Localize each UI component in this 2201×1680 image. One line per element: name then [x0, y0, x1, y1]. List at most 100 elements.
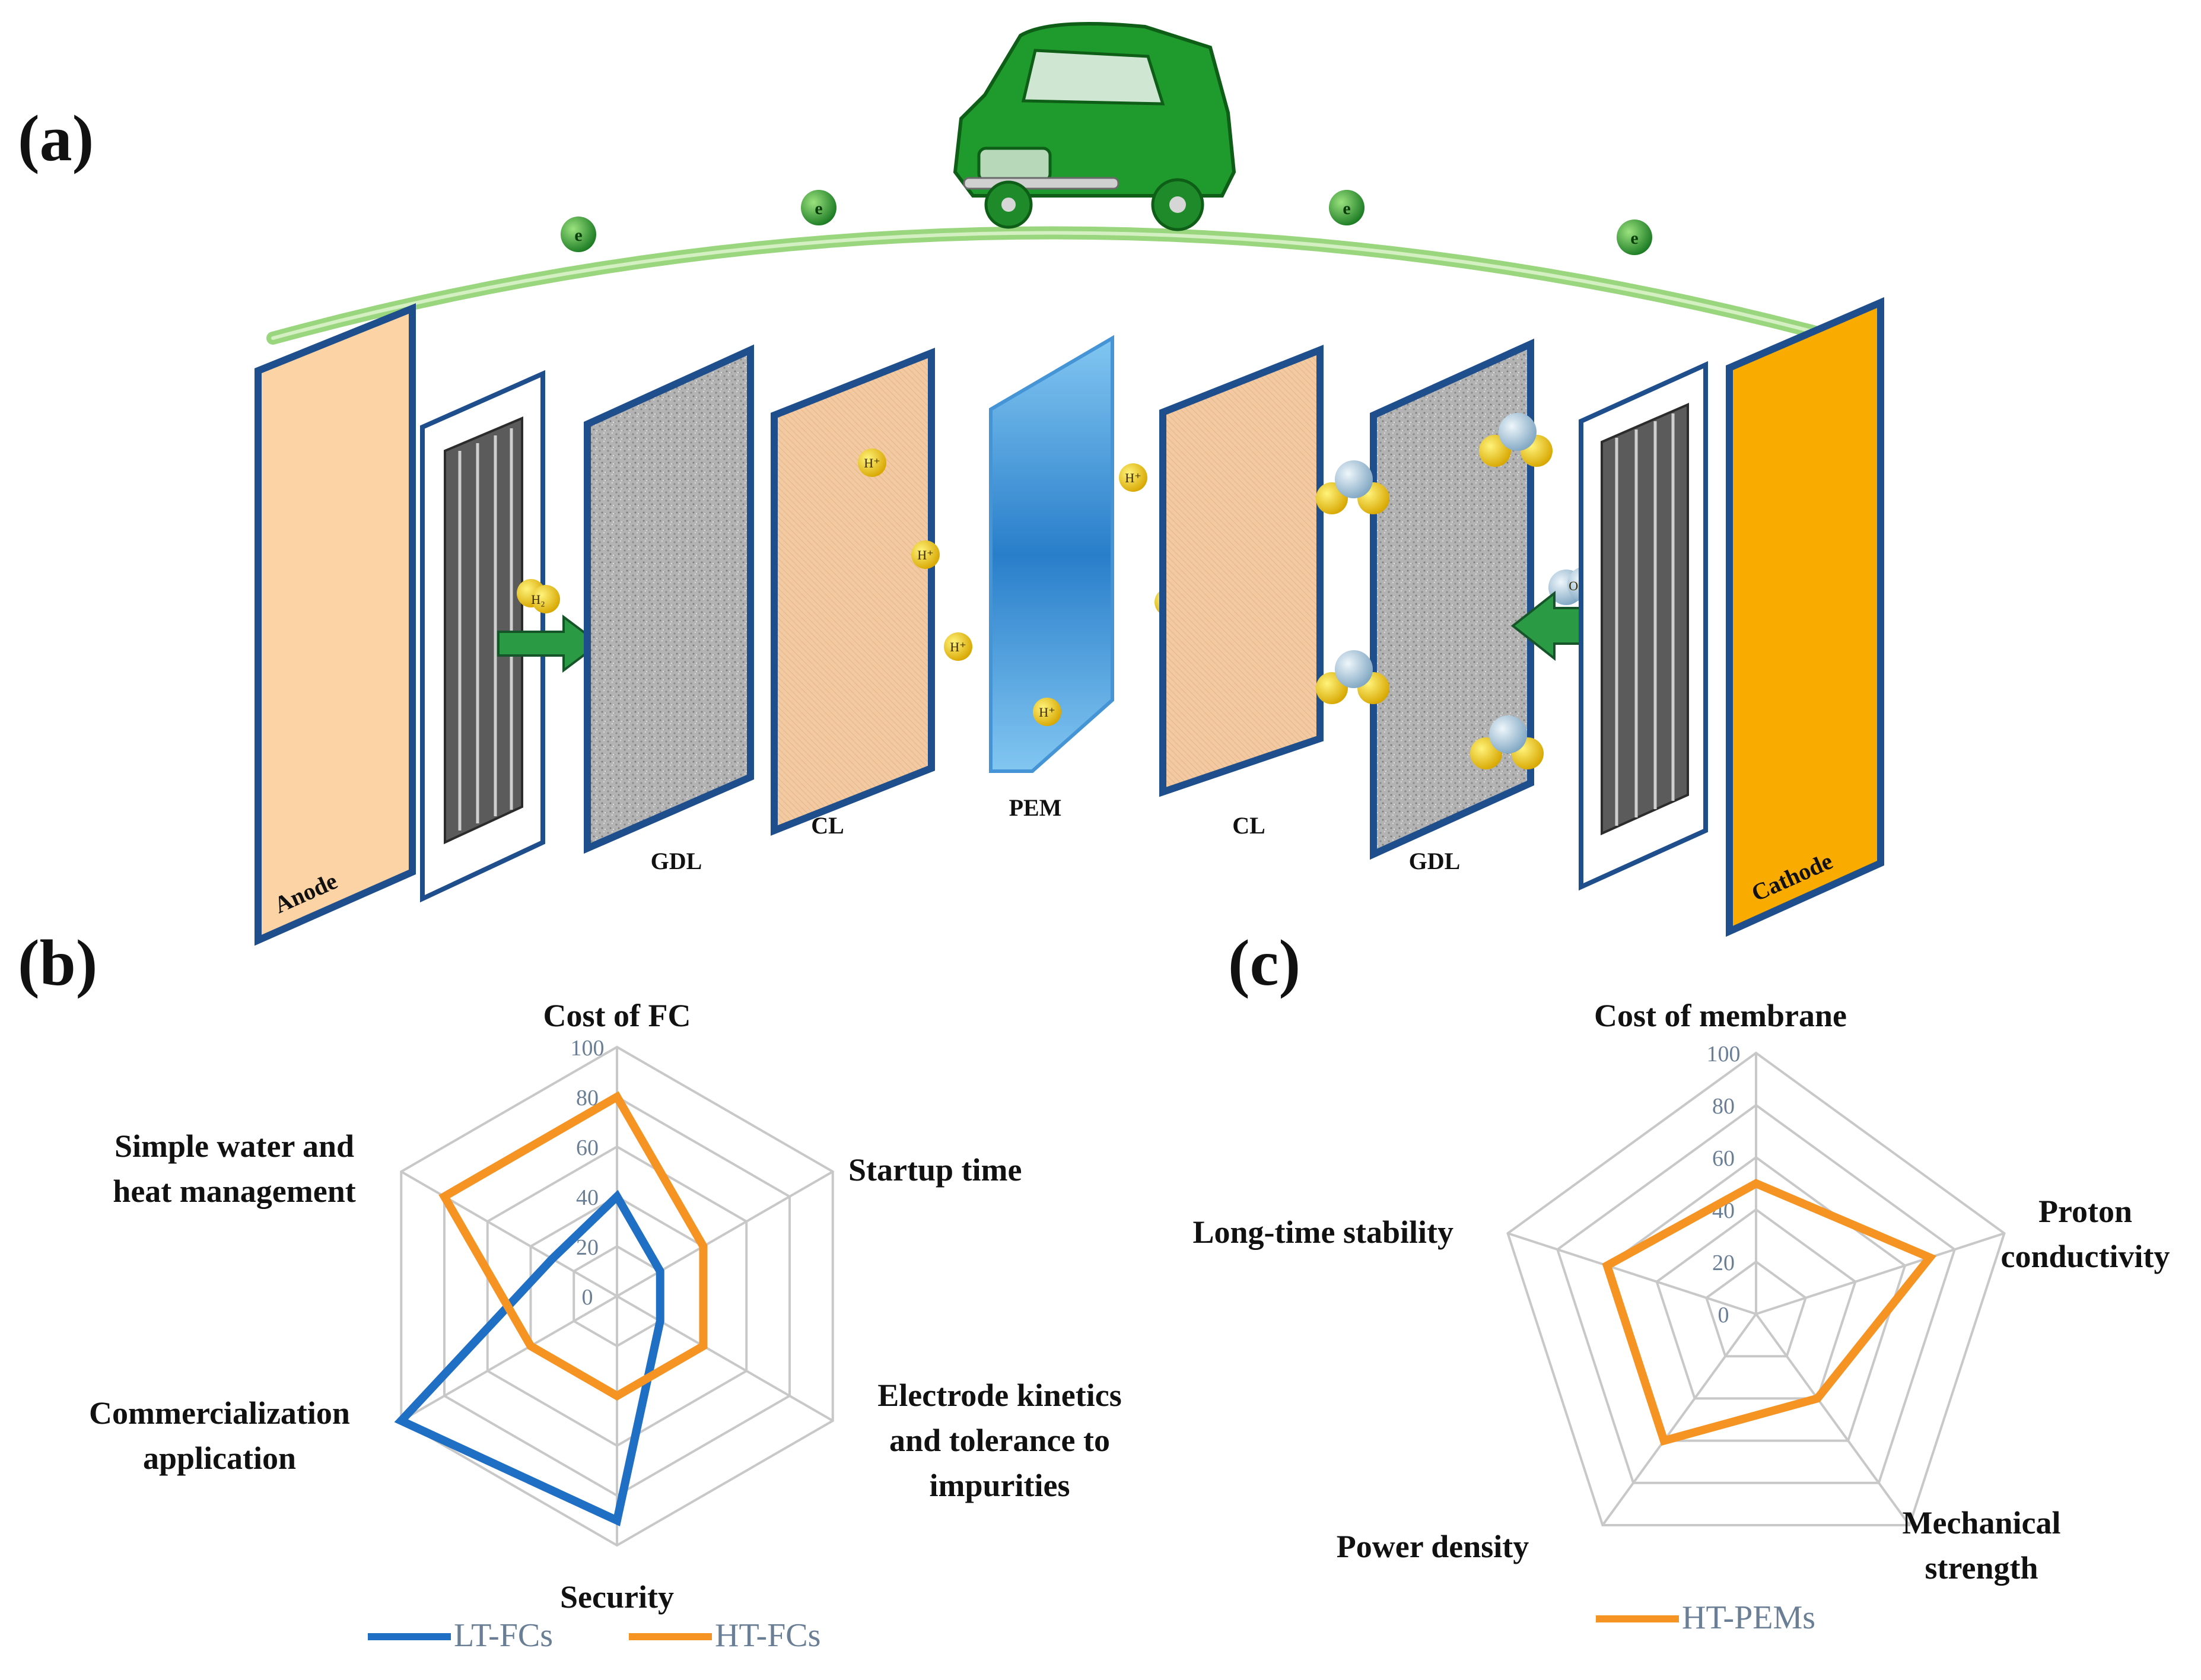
grid-spoke	[1755, 1232, 2005, 1315]
legend-label: LT-FCs	[454, 1617, 553, 1654]
electron-1: e	[561, 217, 596, 252]
grid-ring	[1704, 1260, 1808, 1358]
hydrogen-molecule: H₂	[517, 579, 560, 613]
svg-text:H⁺: H⁺	[1039, 705, 1055, 720]
tick-label: 20	[576, 1235, 599, 1260]
tick-label: 0	[582, 1285, 593, 1310]
data-point-LT-FCs	[400, 1420, 402, 1421]
grid-ring	[1506, 1051, 2006, 1526]
panel-a-diagram: (a) e e e e	[18, 22, 1884, 946]
radar-grid	[1506, 1051, 2006, 1526]
data-point-HT-PEMs	[1929, 1256, 1930, 1258]
proton-3: H⁺	[944, 632, 972, 661]
cathode-flow-field-plate	[1579, 361, 1708, 891]
data-point-HT-FCs	[702, 1246, 704, 1247]
axis-label: Power density	[1337, 1529, 1529, 1564]
grid-spoke	[616, 1295, 834, 1422]
cathode-cl-label: CL	[1232, 812, 1265, 839]
data-point-LT-FCs	[551, 1258, 553, 1259]
electron-3: e	[1329, 190, 1365, 225]
data-point-HT-FCs	[616, 1395, 618, 1396]
data-point-LT-FCs	[616, 1520, 618, 1521]
panel-a-label: (a)	[18, 102, 94, 174]
pem-label: PEM	[1009, 794, 1062, 821]
panel-b-label: (b)	[18, 927, 97, 999]
tick-label: 60	[1712, 1146, 1735, 1171]
tick-label: 100	[1707, 1042, 1741, 1067]
water-molecule-1	[1316, 460, 1389, 514]
tick-label: 100	[571, 1036, 605, 1061]
proton-2: H⁺	[911, 540, 940, 569]
proton-1: H⁺	[858, 448, 886, 477]
data-point-LT-FCs	[659, 1321, 661, 1322]
svg-text:H₂: H₂	[531, 592, 545, 607]
grid-spoke	[1507, 1232, 1757, 1315]
data-point-LT-FCs	[659, 1271, 661, 1272]
svg-text:e: e	[815, 199, 822, 218]
proton-5: H⁺	[1119, 463, 1147, 492]
svg-text:H⁺: H⁺	[864, 456, 880, 470]
grid-spoke	[1755, 1313, 1911, 1526]
svg-text:H⁺: H⁺	[950, 639, 966, 654]
water-molecule-3	[1316, 650, 1389, 704]
grid-ring	[1556, 1103, 1957, 1484]
proton-4: H⁺	[1033, 698, 1061, 726]
grid-spoke	[1601, 1313, 1757, 1526]
pem-membrane	[989, 335, 1114, 773]
data-point-HT-FCs	[444, 1196, 446, 1197]
data-point-HT-PEMs	[1755, 1183, 1757, 1184]
axis-label: Cost of FC	[543, 998, 691, 1033]
car-icon	[953, 22, 1236, 231]
panel-c-label: (c)	[1228, 927, 1300, 999]
svg-text:e: e	[1343, 199, 1350, 218]
legend-label: HT-PEMs	[1682, 1599, 1815, 1636]
svg-text:H⁺: H⁺	[917, 548, 934, 562]
grid-spoke	[616, 1170, 834, 1297]
series-line-HT-FCs	[438, 1091, 708, 1401]
anode-gdl	[584, 344, 754, 854]
data-point-HT-FCs	[530, 1345, 532, 1347]
data-point-LT-FCs	[616, 1196, 618, 1197]
data-point-HT-PEMs	[1663, 1440, 1665, 1442]
cathode-gdl-label: GDL	[1409, 848, 1461, 874]
anode-plate	[255, 303, 416, 946]
electron-2: e	[801, 190, 836, 225]
water-molecule-2	[1479, 413, 1553, 467]
axis-label: Cost of membrane	[1594, 998, 1847, 1033]
tick-label: 80	[1712, 1094, 1735, 1119]
tick-label: 60	[576, 1135, 599, 1160]
series-line-HT-PEMs	[1602, 1179, 1937, 1446]
svg-text:H⁺: H⁺	[1125, 470, 1141, 485]
svg-text:e: e	[1630, 228, 1638, 248]
grid-ring	[1655, 1208, 1857, 1400]
cathode-plate	[1726, 297, 1884, 937]
data-point-HT-FCs	[616, 1096, 618, 1097]
grid-spoke	[400, 1295, 618, 1422]
anode-inlet-arrow	[497, 615, 602, 673]
tick-label: 40	[576, 1185, 599, 1210]
anode-cl-label: CL	[811, 812, 844, 839]
data-point-HT-PEMs	[1606, 1265, 1608, 1267]
anode-flow-field-plate	[420, 370, 545, 903]
svg-text:e: e	[574, 225, 582, 245]
data-point-HT-FCs	[702, 1345, 704, 1347]
axis-label: Security	[560, 1579, 674, 1615]
tick-label: 20	[1712, 1251, 1735, 1275]
anode-cl	[771, 348, 935, 836]
grid-spoke	[400, 1170, 618, 1297]
cathode-cl	[1159, 345, 1324, 797]
water-molecule-4	[1470, 715, 1544, 769]
legend-label: HT-FCs	[715, 1617, 820, 1654]
axis-label: Long-time stability	[1193, 1214, 1454, 1250]
electron-4: e	[1617, 219, 1652, 255]
axis-label: Startup time	[848, 1152, 1022, 1188]
data-point-HT-PEMs	[1817, 1398, 1818, 1399]
